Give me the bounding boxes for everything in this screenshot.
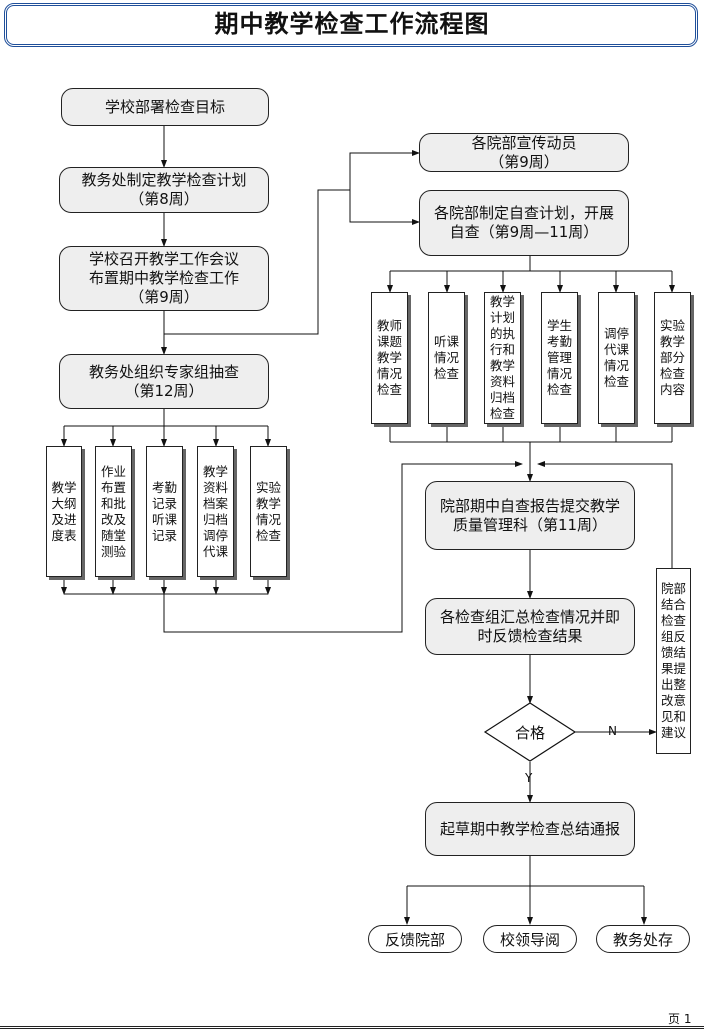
footer-rule [0, 1026, 704, 1029]
feedback-rectify: 院部 结合 检查 组反 馈结 果提 出整 改意 见和 建议 [656, 568, 691, 754]
left-item-syllabus: 教学 大纲 及进 度表 [46, 446, 82, 577]
right-item-substitution: 调停 代课 情况 检查 [598, 292, 635, 424]
right-item-lab: 实验 教学 部分 检查 内容 [654, 292, 691, 424]
left-item-homework: 作业 布置 和批 改及 随堂 测验 [95, 446, 132, 577]
step-final-report: 起草期中教学检查总结通报 [425, 802, 635, 856]
page-number: 页 1 [668, 1012, 692, 1026]
step-mobilize: 各院部宣传动员 （第9周） [419, 133, 629, 172]
step-draft-plan: 教务处制定教学检查计划 （第8周） [59, 167, 269, 213]
right-item-listening: 听课 情况 检查 [428, 292, 465, 424]
right-item-teacher-check: 教师 课题 教学 情况 检查 [371, 292, 408, 424]
right-item-student-attendance: 学生 考勤 管理 情况 检查 [541, 292, 578, 424]
step-self-check-plan: 各院部制定自查计划，开展 自查（第9周—11周） [419, 190, 629, 256]
left-item-attendance: 考勤 记录 听课 记录 [146, 446, 183, 577]
title-frame [4, 3, 698, 47]
page-title: 期中教学检查工作流程图 [214, 9, 490, 38]
arrow-to-self-plan [349, 190, 420, 225]
left-item-archives: 教学 资料 档案 归档 调停 代课 [197, 446, 234, 577]
output-academic-archive: 教务处存 [596, 925, 690, 953]
arrow-to-mobilize [349, 150, 420, 190]
no-label: N [608, 724, 617, 738]
step-expert-check: 教务处组织专家组抽查 （第12周） [59, 354, 269, 409]
output-school-leaders: 校领导阅 [483, 925, 577, 953]
step-submit-report: 院部期中自查报告提交教学 质量管理科（第11周） [425, 481, 635, 550]
step-work-meeting: 学校召开教学工作会议 布置期中教学检查工作 （第9周） [59, 246, 269, 311]
decision-label: 合格 [514, 724, 545, 742]
arrow-left-to-report [163, 461, 523, 633]
step-summarize: 各检查组汇总检查情况并即 时反馈检查结果 [425, 598, 635, 655]
decision-diamond [483, 702, 577, 762]
output-feedback-department: 反馈院部 [368, 925, 462, 953]
right-item-plan-execution: 教学 计划 的执 行和 教学 资料 归档 检查 [484, 292, 521, 424]
left-item-lab: 实验 教学 情况 检查 [250, 446, 287, 577]
step-deploy-goals: 学校部署检查目标 [61, 88, 269, 126]
arrow-feedback-loop [537, 461, 673, 568]
yes-label: Y [525, 771, 533, 785]
link-left-to-right [164, 189, 350, 335]
